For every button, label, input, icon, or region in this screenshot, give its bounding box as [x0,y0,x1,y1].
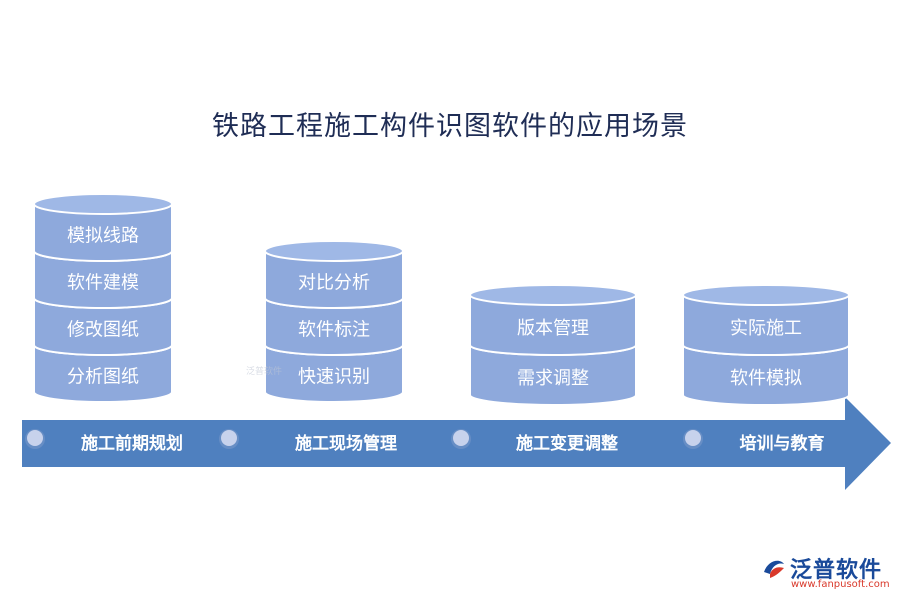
cylinder-body [264,250,404,309]
timeline-stage: 培训与教育 [683,429,825,454]
cylinder-body [33,297,173,356]
cylinder-label: 模拟线路 [67,226,139,247]
cylinder-label: 快速识别 [298,367,370,388]
cylinder-top [682,284,850,306]
cylinder-top [264,240,404,262]
cylinder-body [682,294,850,356]
cylinder-label: 对比分析 [298,273,370,294]
cylinder-label: 软件模拟 [730,368,802,389]
stage-label: 施工变更调整 [516,433,618,454]
fanpu-logo-icon [764,560,784,578]
cylinder-label: 修改图纸 [67,320,139,341]
cylinder-segment: 版本管理 [469,284,637,356]
page-title: 铁路工程施工构件识图软件的应用场景 [212,111,688,142]
timeline-stage: 施工前期规划 [25,429,183,454]
cylinder-body [264,344,404,403]
cylinder-top [33,193,173,215]
cylinder-label: 分析图纸 [67,367,139,388]
stage-label: 施工现场管理 [295,433,397,454]
cylinder-body [33,203,173,262]
stage-label: 施工前期规划 [81,433,183,454]
cylinder-label: 版本管理 [517,318,589,339]
cylinder-body [682,344,850,406]
cylinder-segment: 实际施工 [682,284,850,356]
stage-dot [27,430,43,446]
cylinder-segment: 模拟线路 [33,193,173,262]
cylinder-segment: 对比分析 [264,240,404,309]
timeline-stage: 施工现场管理 [219,429,397,454]
cylinder-label: 实际施工 [730,318,802,339]
brand-logo: 泛普软件 www.fanpusoft.com [760,552,890,596]
stage-dot [685,430,701,446]
cylinder-stack: 分析图纸 修改图纸 软件建模 模拟线路 [33,193,173,403]
cylinder-body [33,344,173,403]
stage-label: 培训与教育 [740,433,825,454]
timeline-stage: 施工变更调整 [451,429,618,454]
cylinder-body [264,297,404,356]
stage-dot [221,430,237,446]
cylinder-label: 需求调整 [517,368,589,389]
logo-name: 泛普软件 [790,558,883,583]
cylinder-stack: 快速识别 软件标注 对比分析 [264,240,404,403]
cylinder-body [33,250,173,309]
cylinder-body [469,344,637,406]
watermark-text: 泛普软件 [246,367,283,377]
stage-dot [453,430,469,446]
timeline-arrow: 施工前期规划 施工现场管理 施工变更调整 培训与教育 [22,397,891,490]
cylinder-label: 软件建模 [67,273,139,294]
cylinder-label: 软件标注 [298,320,370,341]
cylinder-top [469,284,637,306]
cylinder-body [469,294,637,356]
logo-url: www.fanpusoft.com [791,579,890,590]
